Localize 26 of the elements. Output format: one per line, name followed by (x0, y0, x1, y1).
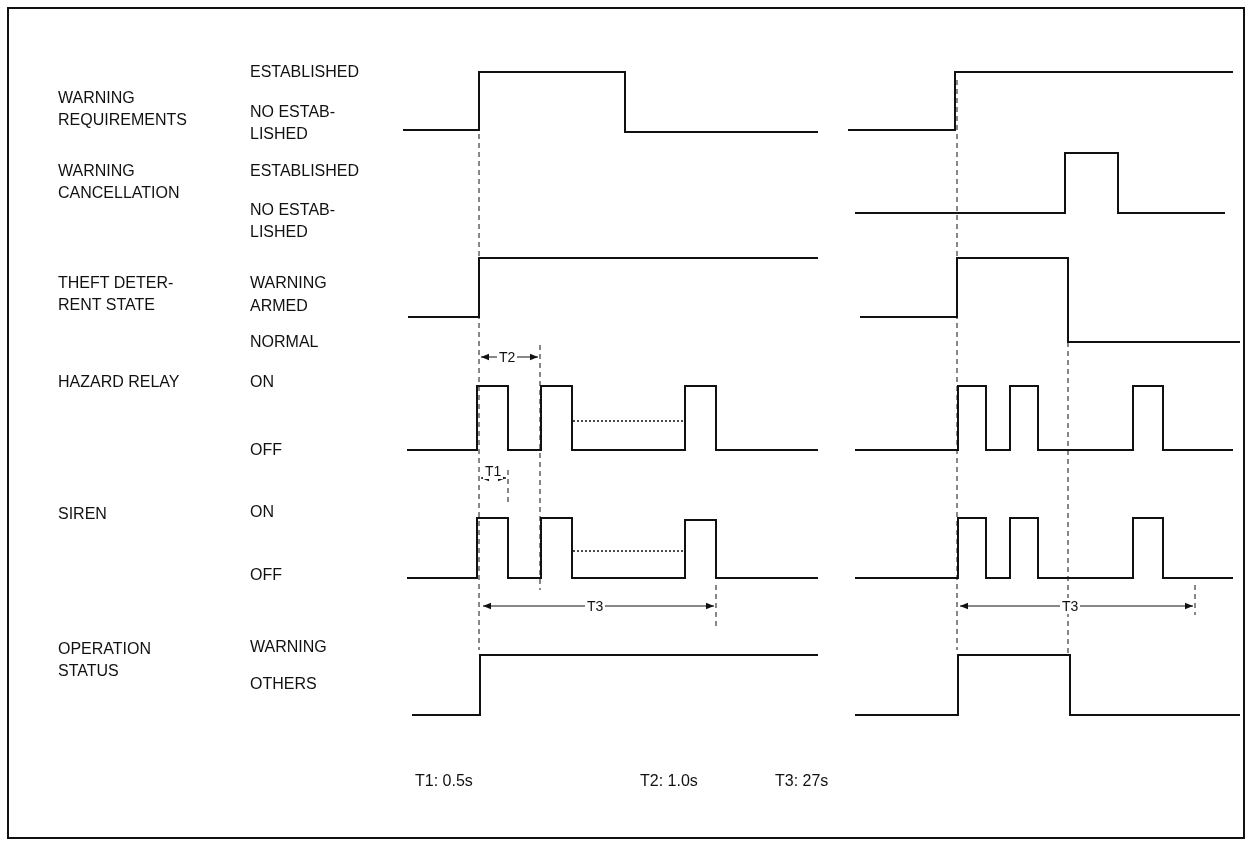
state-label: OTHERS (250, 674, 317, 694)
timing-label: T1 (483, 463, 504, 479)
state-label: OFF (250, 565, 282, 585)
state-label: WARNING (250, 637, 327, 657)
signal-name: SIREN (58, 504, 107, 524)
timing-label: T3 (585, 598, 606, 614)
state-label: NO ESTAB- LISHED (250, 102, 337, 144)
signal-name: OPERATION STATUS (58, 639, 153, 681)
state-label: ESTABLISHED (250, 161, 360, 181)
state-label: NO ESTAB- LISHED (250, 200, 337, 242)
state-label: NORMAL (250, 332, 319, 352)
state-label: WARNING (250, 273, 327, 293)
timing-note: T1: 0.5s (415, 771, 473, 791)
state-label: ON (250, 502, 274, 522)
signal-name: WARNING CANCELLATION (58, 161, 181, 203)
state-label: ON (250, 372, 274, 392)
signal-name: THEFT DETER- RENT STATE (58, 273, 175, 315)
state-label: OFF (250, 440, 282, 460)
timing-label: T3 (1060, 598, 1081, 614)
timing-label: T2 (497, 349, 518, 365)
timing-note: T2: 1.0s (640, 771, 698, 791)
state-label: ESTABLISHED (250, 62, 360, 82)
timing-note: T3: 27s (775, 771, 829, 791)
signal-name: HAZARD RELAY (58, 372, 180, 392)
signal-name: WARNING REQUIREMENTS (58, 88, 188, 130)
state-label: ARMED (250, 296, 308, 316)
